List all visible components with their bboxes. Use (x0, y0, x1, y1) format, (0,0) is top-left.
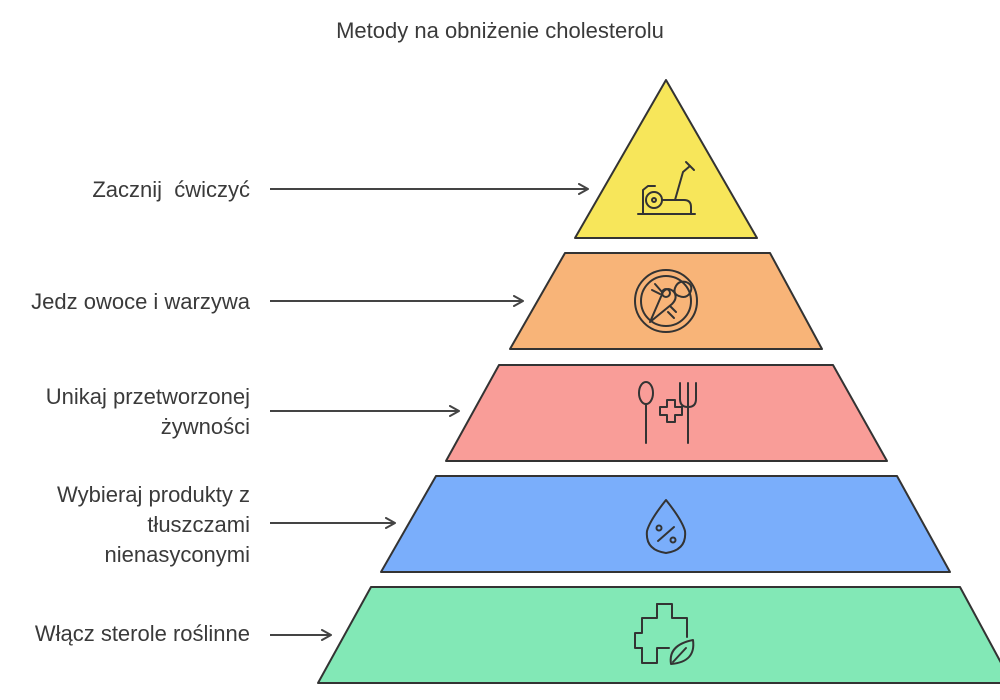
level-label-3: Unikaj przetworzonej żywności (45, 384, 250, 439)
drop-percent-icon (645, 499, 687, 554)
pyramid-level-2 (509, 252, 823, 350)
pyramid-level-4 (380, 475, 951, 573)
level-label-4: Wybieraj produkty z tłuszczami nienasyco… (57, 482, 250, 567)
level-label-1: Zacznij ćwiczyć (92, 177, 250, 202)
pyramid-level-1 (574, 79, 758, 239)
medical-cross-leaf-icon (634, 603, 695, 665)
utensils-cross-icon (638, 381, 697, 444)
fruit-vegetable-plate-icon (634, 269, 698, 333)
diagram-title: Metody na obniżenie cholesterolu (336, 18, 664, 43)
level-label-2: Jedz owoce i warzywa (31, 289, 250, 314)
exercise-bike-icon (637, 161, 696, 215)
pyramid-level-3 (445, 364, 888, 462)
level-label-5: Włącz sterole roślinne (34, 621, 250, 646)
pyramid-level-5 (317, 586, 1000, 684)
